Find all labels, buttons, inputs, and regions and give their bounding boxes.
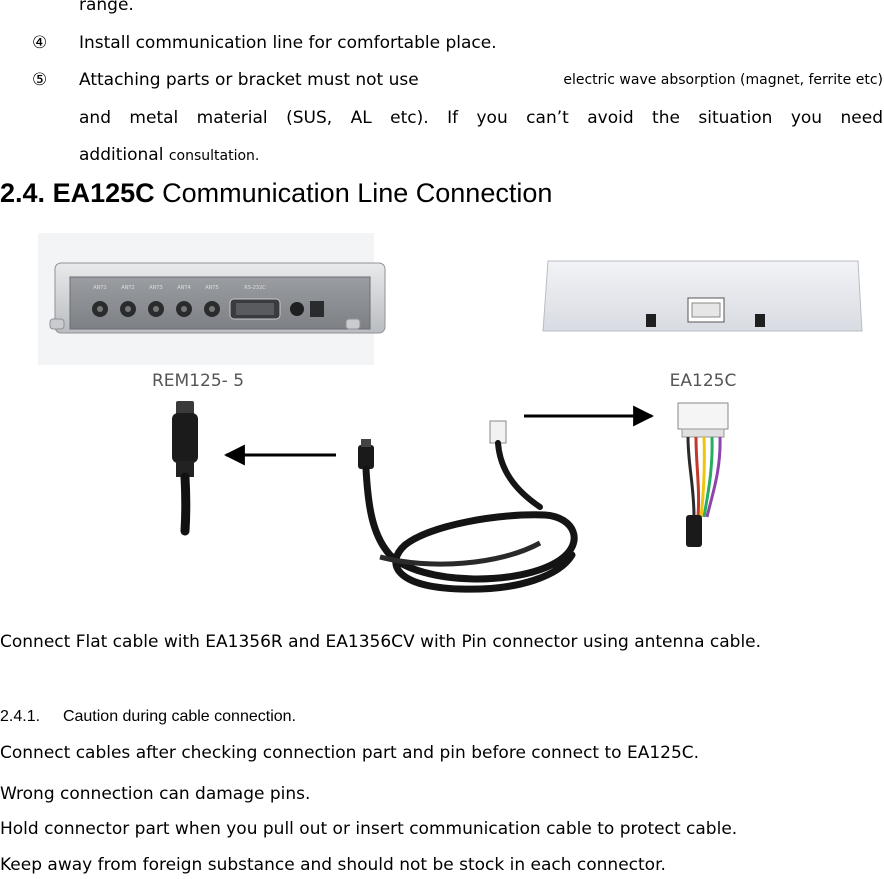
reader-port-label-4: ANT4 <box>177 285 190 291</box>
list-item-5-line-1: Attaching parts or bracket must not use … <box>79 70 883 90</box>
caution-line-2: Wrong connection can damage pins. <box>0 784 311 804</box>
section-number: 2.4. <box>0 178 46 208</box>
list-item-5-line-3-b: consultation. <box>168 148 260 164</box>
reader-port-label-5: ANT5 <box>205 285 218 291</box>
connect-sentence: Connect Flat cable with EA1356R and EA13… <box>0 632 762 652</box>
label-ea125c: EA125C <box>670 371 737 391</box>
pin-connector-image <box>677 402 729 547</box>
list-item-4: Install communication line for comfortab… <box>79 33 497 53</box>
list-item-5-line-3: additional consultation. <box>79 145 259 166</box>
list-item-3-tail: range. <box>79 0 134 15</box>
list-marker-4: ④ <box>32 33 48 53</box>
list-item-5-line-1-a: Attaching parts or bracket must not use <box>79 70 419 90</box>
list-item-5-line-2: and metal material (SUS, AL etc). If you… <box>79 108 883 128</box>
ea125c-device-image <box>542 260 863 332</box>
connection-figure: ANT1 ANT2 ANT3 ANT4 ANT5 RS-232C REM125-… <box>38 233 863 593</box>
reader-port-label-serial: RS-232C <box>244 285 266 291</box>
caution-line-3: Hold connector part when you pull out or… <box>0 819 738 839</box>
mini-din-connector-image <box>172 401 198 536</box>
reader-port-label-2: ANT2 <box>121 285 134 291</box>
section-title-rest: Communication Line Connection <box>162 178 553 208</box>
list-item-5-line-3-a: additional <box>79 145 164 165</box>
subsection-heading: 2.4.1. Caution during cable connection. <box>0 708 296 726</box>
subsection-number: 2.4.1. <box>0 708 41 725</box>
label-rem125: REM125- 5 <box>152 371 244 391</box>
subsection-title: Caution during cable connection. <box>62 708 296 725</box>
caution-line-1: Connect cables after checking connection… <box>0 743 700 763</box>
rem125-reader-image: ANT1 ANT2 ANT3 ANT4 ANT5 RS-232C <box>38 233 386 365</box>
reader-port-label-3: ANT3 <box>149 285 162 291</box>
section-title-bold: EA125C <box>52 178 155 208</box>
reader-port-label-1: ANT1 <box>93 285 106 291</box>
caution-line-4: Keep away from foreign substance and sho… <box>0 855 666 875</box>
list-item-5-line-1-b: electric wave absorption (magnet, ferrit… <box>563 72 883 88</box>
communication-cable-image <box>358 420 578 593</box>
section-heading: 2.4. EA125C Communication Line Connectio… <box>0 178 552 208</box>
list-marker-5: ⑤ <box>32 70 48 90</box>
